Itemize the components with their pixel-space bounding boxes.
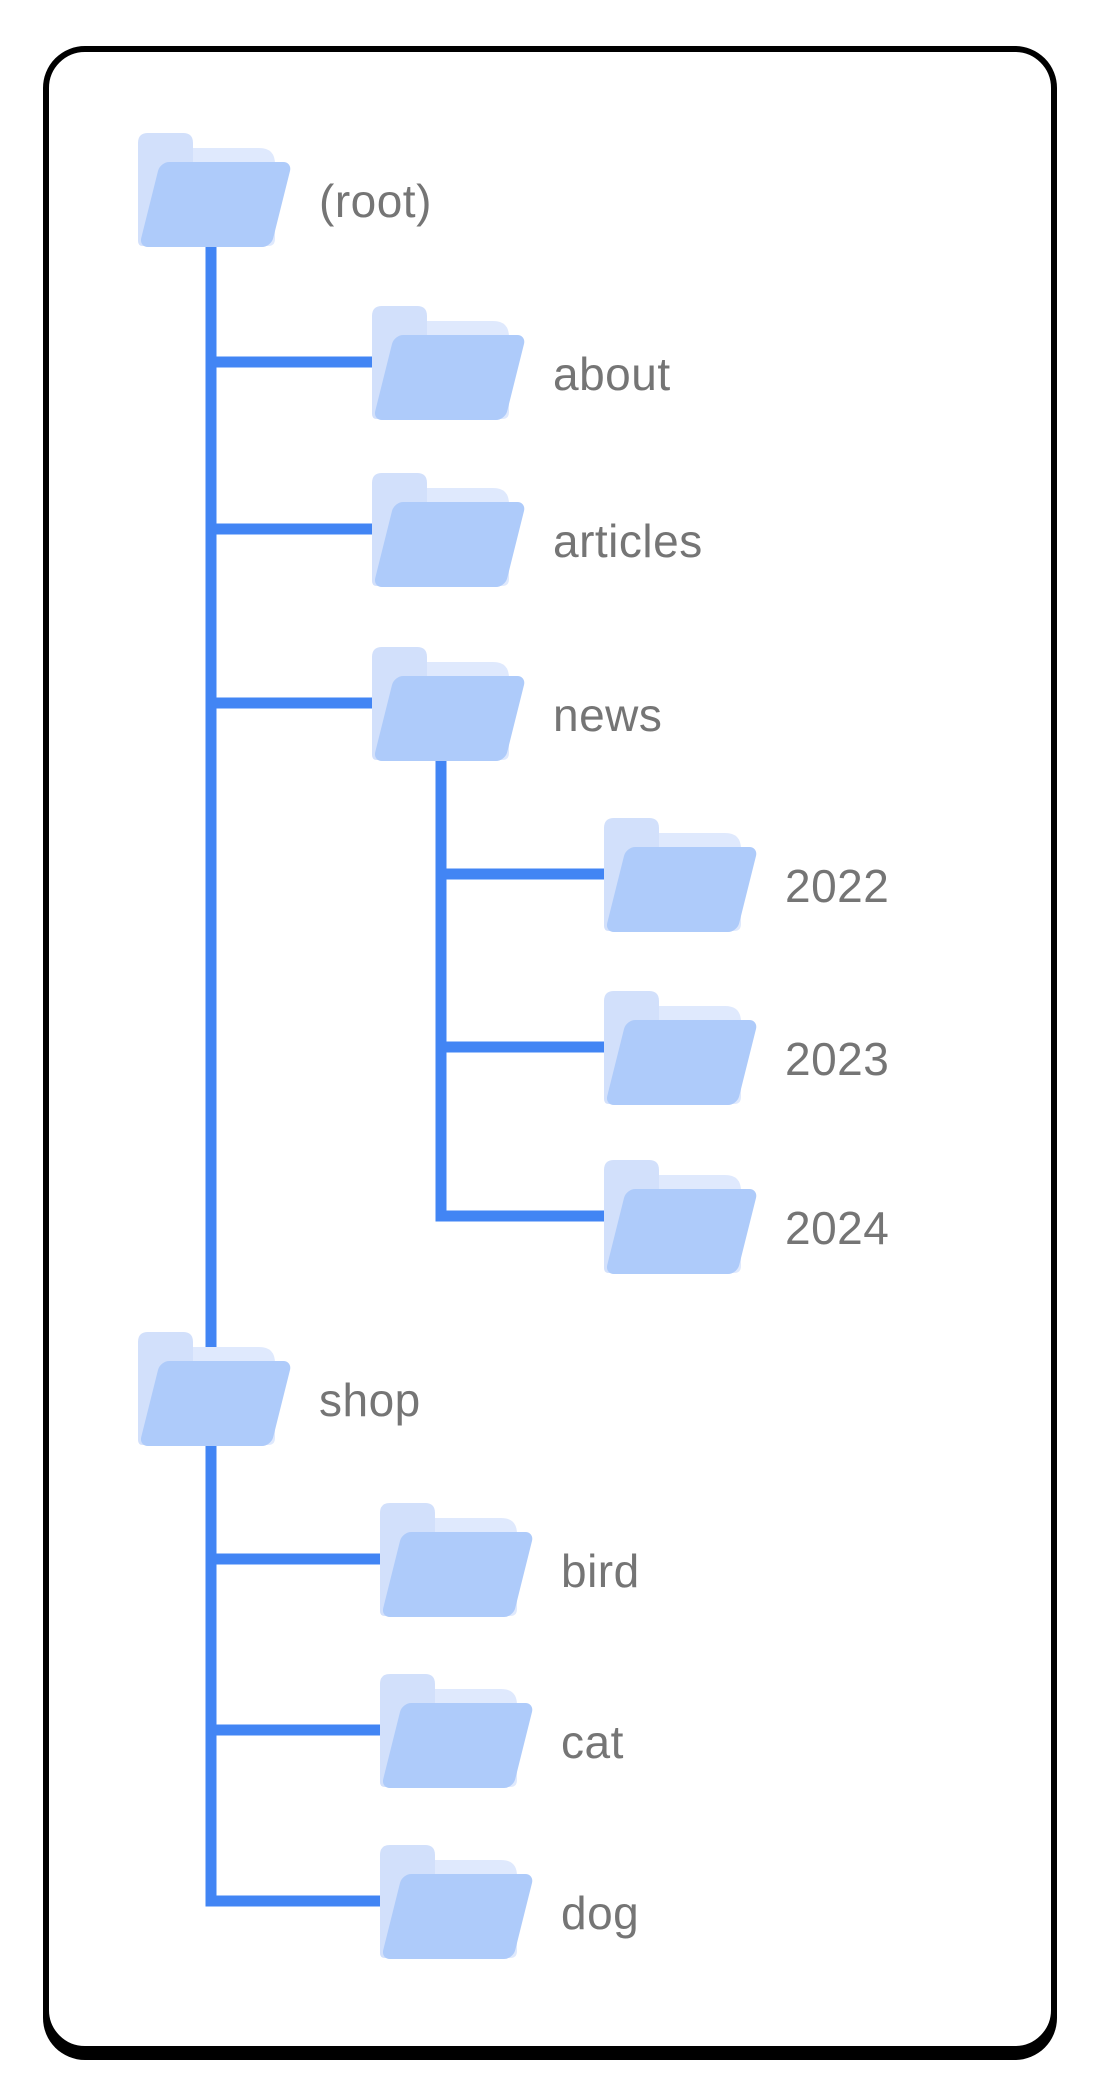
folder-label-shop: shop (319, 1374, 421, 1426)
tree-connector-line (435, 1041, 624, 1053)
tree-connector-line (205, 1553, 400, 1565)
folder-label-2022: 2022 (785, 860, 890, 912)
folder-label-2023: 2023 (785, 1033, 890, 1085)
folder-icon-2024 (604, 1160, 759, 1274)
folder-icon-about (372, 306, 527, 420)
folder-label-2024: 2024 (785, 1202, 890, 1254)
tree-connector-line (205, 356, 392, 368)
tree-connector-line (435, 745, 447, 1222)
tree-connector-line (205, 697, 392, 709)
folder-icon-dog (380, 1845, 535, 1959)
tree-connector-line (435, 1210, 624, 1222)
folder-label-about: about (553, 348, 671, 400)
folder-label-articles: articles (553, 515, 703, 567)
folder-icon-2023 (604, 991, 759, 1105)
folder-icon-cat (380, 1674, 535, 1788)
folder-label-bird: bird (561, 1545, 640, 1597)
tree-connector-line (205, 235, 217, 1907)
folder-label-dog: dog (561, 1887, 640, 1939)
folder-icon-articles (372, 473, 527, 587)
folder-label-cat: cat (561, 1716, 624, 1768)
folder-icon-bird (380, 1503, 535, 1617)
folder-label-root: (root) (319, 175, 432, 227)
folder-icon-shop (138, 1332, 293, 1446)
tree-connector-line (205, 1895, 400, 1907)
tree-connector-line (435, 868, 624, 880)
tree-connector-line (205, 1724, 400, 1736)
folder-icon-news (372, 647, 527, 761)
tree-connector-line (205, 523, 392, 535)
folder-icon-root (138, 133, 293, 247)
folder-label-news: news (553, 689, 663, 741)
folder-icon-2022 (604, 818, 759, 932)
